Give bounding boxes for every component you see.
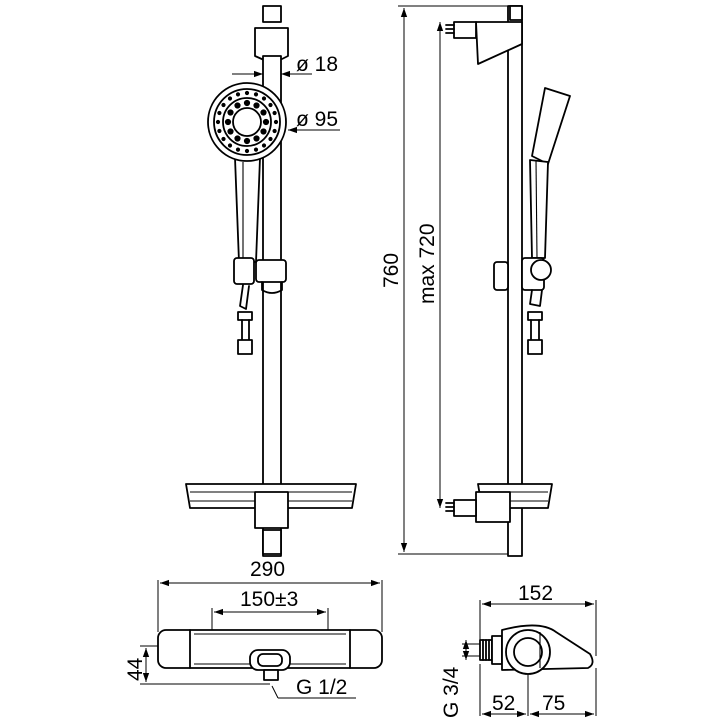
label-mixer-height: 44 — [124, 657, 147, 681]
label-outlet-thread: G 1/2 — [296, 676, 347, 699]
nozzle-dot — [235, 147, 241, 152]
nozzle-dot — [262, 118, 270, 126]
nozzle-dot — [260, 128, 267, 135]
label-max-slide: max 720 — [416, 223, 439, 304]
dim-max-slide: max 720 — [416, 22, 444, 508]
nozzle-dot — [224, 118, 232, 126]
label-center-distance: 150±3 — [240, 588, 298, 611]
dim-head-diameter: ø 95 — [288, 108, 340, 134]
label-inlet-thread: G 3/4 — [440, 666, 463, 718]
side-view-shower-set: 760 max 720 — [380, 5, 571, 557]
nozzle-dot — [244, 90, 250, 96]
dim-outlet-thread: G 1/2 — [271, 676, 356, 699]
label-mixer-width: 290 — [250, 558, 285, 581]
nozzle-dot — [253, 135, 260, 142]
front-hose — [237, 284, 253, 355]
nozzle-dot — [227, 96, 233, 101]
front-view-shower-set: ø 18 ø 95 — [185, 5, 357, 557]
nozzle-dot — [235, 92, 241, 97]
nozzle-dot — [272, 110, 277, 116]
nozzle-dot — [253, 92, 259, 97]
front-rail — [262, 55, 282, 557]
nozzle-dot — [234, 135, 241, 142]
side-mixer-body — [501, 624, 594, 675]
dim-side-depth: 152 — [479, 582, 597, 656]
front-slider — [233, 257, 287, 294]
nozzle-dot — [244, 148, 250, 154]
side-rail — [507, 5, 523, 557]
label-side-depth: 152 — [518, 582, 553, 605]
dim-side-parts: 52 75 — [479, 664, 597, 718]
side-top-bracket — [445, 21, 523, 65]
nozzle-dot — [215, 119, 221, 125]
dim-mixer-width: 290 — [157, 558, 383, 632]
label-side-part-a: 52 — [492, 692, 515, 715]
dim-rail-diameter: ø 18 — [232, 53, 338, 78]
side-view-mixer: 152 G 3/4 52 75 — [440, 582, 597, 718]
label-rail-diameter: ø 18 — [296, 53, 338, 76]
front-top-bracket — [254, 5, 289, 61]
front-view-mixer: 290 150±3 44 G 1/2 — [124, 558, 383, 699]
nozzle-dot — [227, 109, 234, 116]
dim-center-distance: 150±3 — [211, 588, 329, 630]
nozzle-dot — [261, 96, 267, 101]
nozzle-dot — [253, 102, 260, 109]
nozzle-dot — [217, 110, 222, 116]
side-slider — [493, 257, 552, 291]
side-hand-shower — [529, 87, 571, 259]
mixer-outlet — [249, 649, 291, 681]
nozzle-dot — [234, 102, 241, 109]
nozzle-dot — [261, 143, 267, 148]
nozzle-dot — [243, 137, 251, 145]
label-side-part-b: 75 — [542, 692, 565, 715]
nozzle-dot — [272, 128, 277, 134]
front-bottom-bracket — [254, 491, 289, 555]
nozzle-dot — [221, 136, 226, 142]
nozzle-dot — [227, 143, 233, 148]
dim-inlet-thread: G 3/4 — [440, 640, 480, 718]
nozzle-dot — [221, 102, 226, 108]
label-head-diameter: ø 95 — [296, 108, 338, 131]
nozzle-dot — [243, 99, 251, 107]
label-total-height: 760 — [380, 253, 403, 288]
nozzle-dot — [268, 136, 273, 142]
dim-mixer-height: 44 — [124, 645, 270, 685]
nozzle-dot — [227, 128, 234, 135]
side-bottom-bracket — [445, 491, 511, 523]
dim-total-height: 760 — [380, 5, 508, 555]
nozzle-dot — [273, 119, 279, 125]
side-hose — [527, 289, 543, 355]
nozzle-dot — [260, 109, 267, 116]
side-mixer-inlet — [479, 635, 503, 665]
nozzle-dot — [268, 102, 273, 108]
nozzle-dot — [253, 147, 259, 152]
nozzle-dot — [217, 128, 222, 134]
